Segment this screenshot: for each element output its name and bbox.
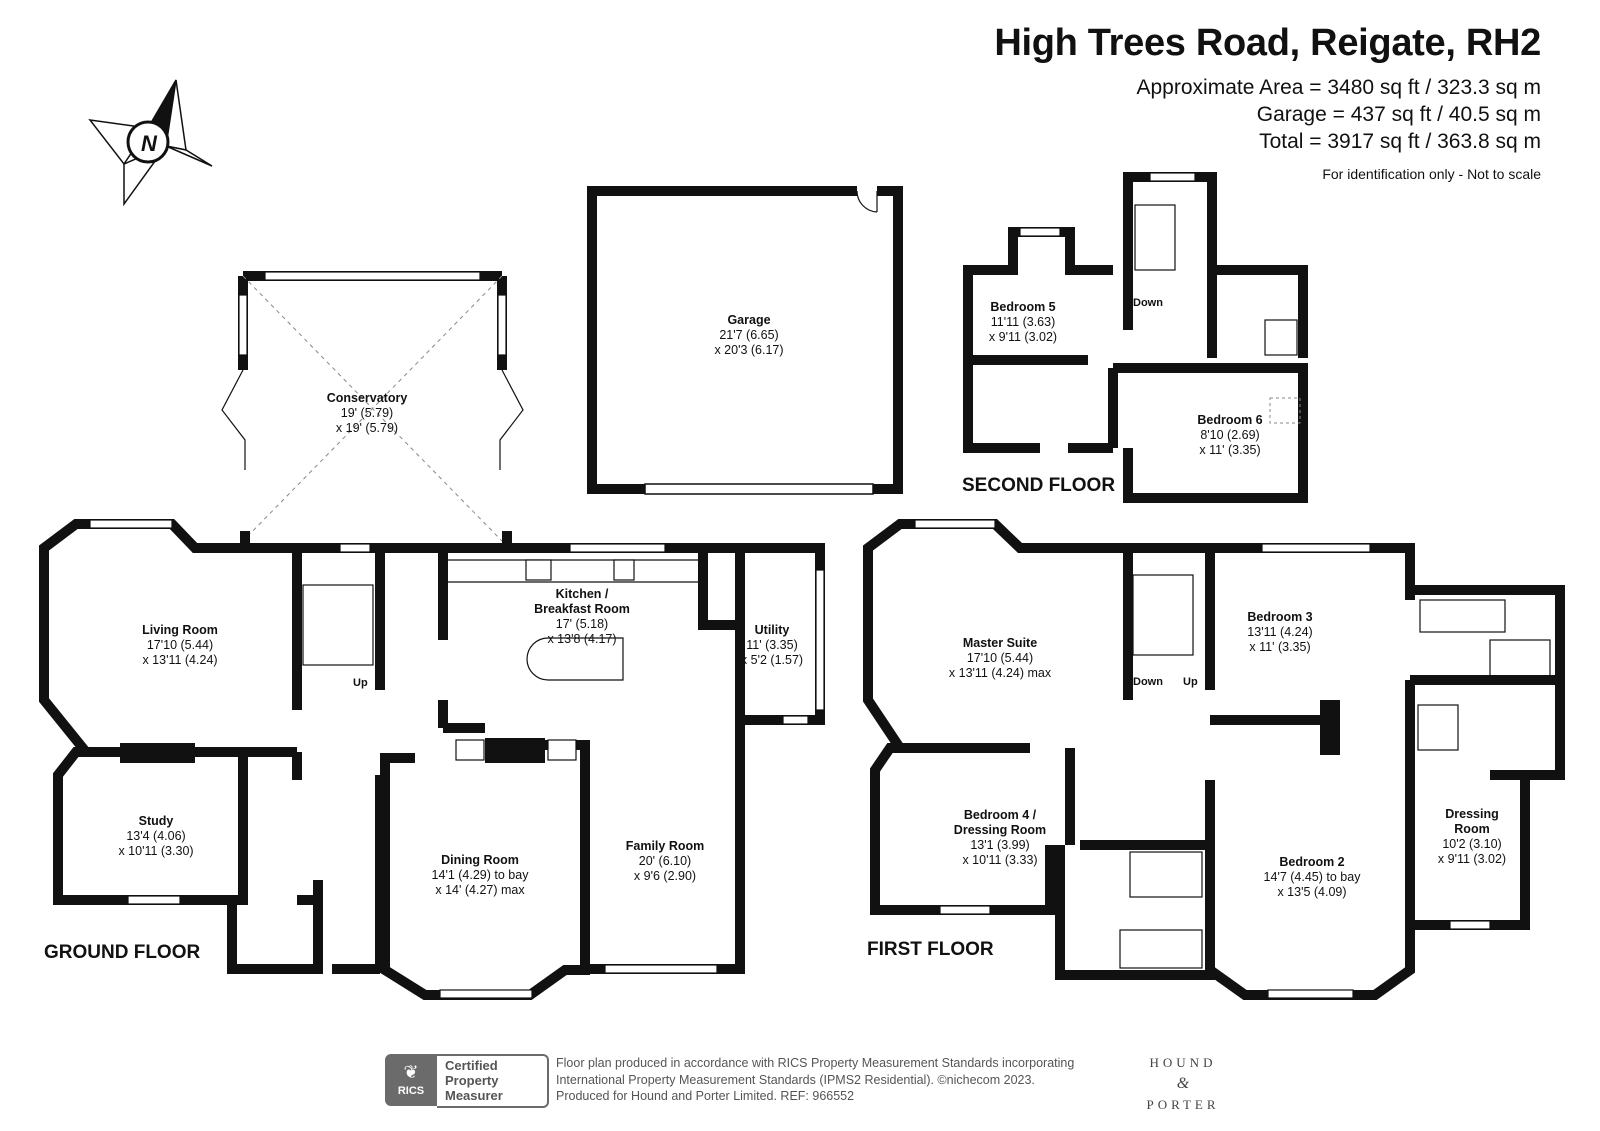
first-stairs-up-label: Up — [1183, 676, 1198, 688]
compass-icon — [88, 79, 213, 207]
ground-stairs-up-label: Up — [353, 677, 368, 689]
identification-note: For identification only - Not to scale — [1322, 166, 1541, 182]
footer-line-3: Produced for Hound and Porter Limited. R… — [556, 1089, 855, 1103]
first-stairs-down-label: Down — [1133, 676, 1163, 688]
property-title: High Trees Road, Reigate, RH2 — [994, 22, 1541, 64]
first-floor-label: FIRST FLOOR — [867, 939, 994, 960]
footer-line-1: Floor plan produced in accordance with R… — [556, 1056, 1075, 1070]
approximate-area: Approximate Area = 3480 sq ft / 323.3 sq… — [1136, 76, 1542, 99]
second-floor-label: SECOND FLOOR — [962, 475, 1115, 496]
rics-line-property: Property — [445, 1073, 499, 1088]
first-floor-walls — [863, 519, 1565, 1000]
ground-floor-walls — [39, 519, 825, 1000]
rics-line-certified: Certified — [445, 1058, 498, 1073]
rics-line-measurer: Measurer — [445, 1088, 503, 1103]
footer-line-2: International Property Measurement Stand… — [556, 1072, 1035, 1087]
rics-certified-text: Certified Property Measurer — [437, 1054, 549, 1108]
rics-crest-icon: ❦ — [403, 1062, 419, 1082]
second-stairs-down-label: Down — [1133, 297, 1163, 309]
brand-ampersand: & — [1176, 1075, 1190, 1092]
footer-disclaimer: Floor plan produced in accordance with R… — [556, 1055, 1074, 1105]
garage-area: Garage = 437 sq ft / 40.5 sq m — [1256, 103, 1541, 126]
second-floor-walls — [963, 172, 1308, 503]
brand-logo: HOUND & PORTER — [1133, 1052, 1233, 1115]
garage-walls — [587, 186, 903, 495]
brand-porter: PORTER — [1146, 1097, 1220, 1112]
brand-hound: HOUND — [1149, 1055, 1217, 1070]
rics-short-label: RICS — [397, 1085, 425, 1097]
ground-floor-label: GROUND FLOOR — [44, 942, 200, 963]
compass-north-label: N — [141, 131, 158, 156]
conservatory-walls — [221, 271, 524, 548]
rics-badge: ❦ RICS Certified Property Measurer — [385, 1054, 549, 1108]
rics-logo: ❦ RICS — [385, 1054, 437, 1106]
total-area: Total = 3917 sq ft / 363.8 sq m — [1259, 130, 1541, 153]
